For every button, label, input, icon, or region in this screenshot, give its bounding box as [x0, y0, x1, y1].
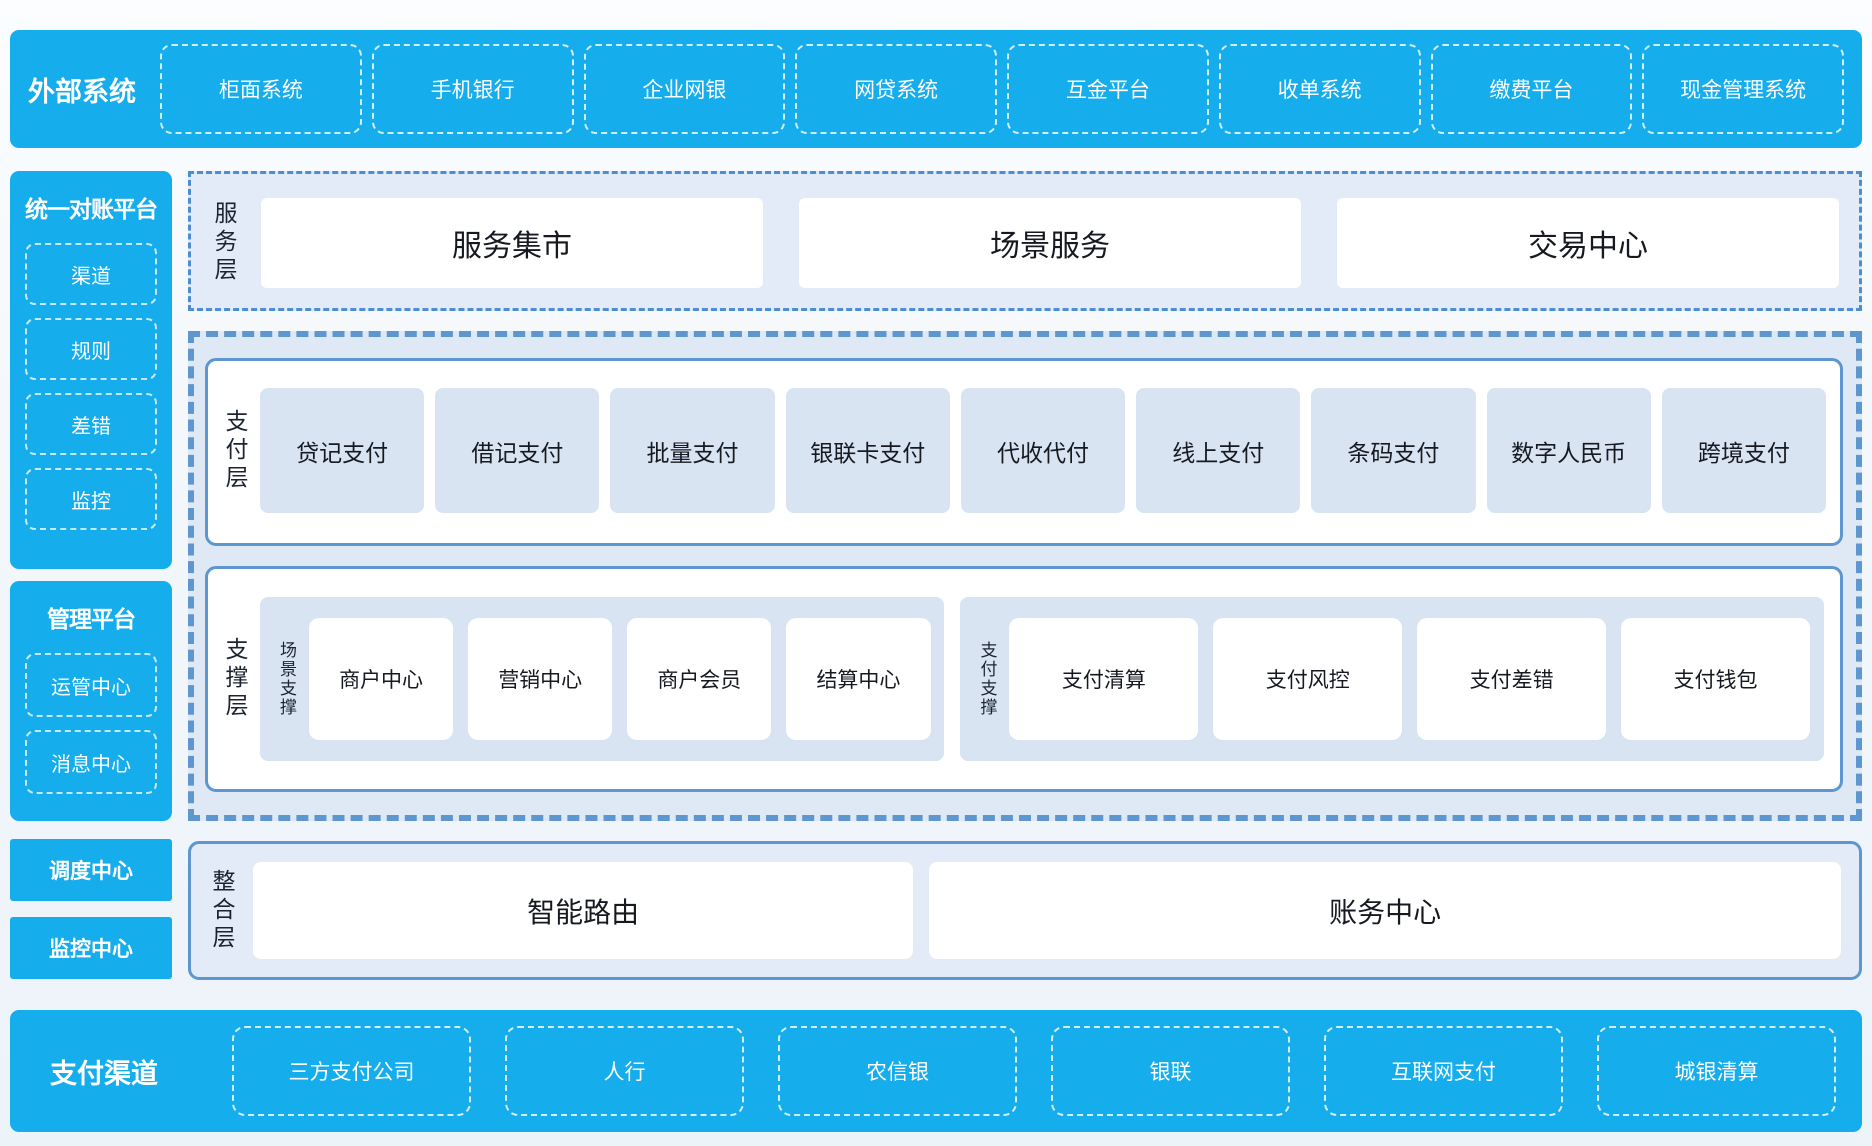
- support-layer: 支撑层 场景支撑 商户中心 营销中心 商户会员 结算中心: [205, 566, 1843, 792]
- core-layers-container: 支付层 贷记支付 借记支付 批量支付 银联卡支付 代收代付 线上支付 条码支付 …: [188, 331, 1862, 821]
- layers-column: 服务层 服务集市 场景服务 交易中心 支付层 贷记支付 借记支付 批量支付 银联…: [188, 171, 1862, 980]
- reconciliation-node: 规则: [25, 318, 157, 380]
- support-layer-label: 支撑层: [222, 637, 248, 721]
- management-items: 运管中心 消息中心: [25, 653, 157, 794]
- scene-support-node: 营销中心: [468, 618, 613, 740]
- payment-channel-node: 银联: [1051, 1026, 1290, 1116]
- payment-node: 条码支付: [1311, 388, 1476, 513]
- external-system-node: 互金平台: [1007, 44, 1209, 134]
- payment-layer-items: 贷记支付 借记支付 批量支付 银联卡支付 代收代付 线上支付 条码支付 数字人民…: [260, 388, 1826, 513]
- external-systems-title: 外部系统: [28, 76, 136, 107]
- diagram-body: 统一对账平台 渠道 规则 差错 监控 管理平台 运管中心 消息中心 调度中心 监…: [10, 171, 1862, 980]
- scheduling-center-box: 调度中心: [10, 839, 172, 901]
- payment-node: 跨境支付: [1661, 388, 1826, 513]
- reconciliation-platform-title: 统一对账平台: [25, 196, 158, 222]
- management-platform-panel: 管理平台 运管中心 消息中心: [10, 581, 172, 821]
- payment-layer-label: 支付层: [222, 408, 248, 493]
- payment-channel-node: 互联网支付: [1324, 1026, 1563, 1116]
- external-system-node: 现金管理系统: [1642, 44, 1844, 134]
- payment-support-group: 支付支撑 支付清算 支付风控 支付差错 支付钱包: [960, 597, 1824, 761]
- scene-support-node: 商户会员: [627, 618, 772, 740]
- payment-node: 批量支付: [610, 388, 775, 513]
- external-systems-items: 柜面系统 手机银行 企业网银 网贷系统 互金平台 收单系统 缴费平台 现金管理系…: [160, 30, 1844, 148]
- payment-channels-title: 支付渠道: [50, 1058, 158, 1089]
- scene-support-items: 商户中心 营销中心 商户会员 结算中心: [309, 609, 931, 749]
- payment-channels-banner: 支付渠道 三方支付公司 人行 农信银 银联 互联网支付 城银清算: [10, 1010, 1862, 1132]
- external-system-node: 收单系统: [1218, 44, 1421, 134]
- scene-support-label: 场景支撑: [277, 641, 296, 717]
- service-node: 服务集市: [261, 198, 763, 288]
- payment-node: 线上支付: [1136, 388, 1301, 513]
- payment-node: 代收代付: [960, 388, 1126, 513]
- scene-support-node: 商户中心: [309, 618, 454, 740]
- service-layer-label: 服务层: [211, 201, 237, 285]
- left-sidebar: 统一对账平台 渠道 规则 差错 监控 管理平台 运管中心 消息中心 调度中心 监…: [10, 171, 172, 980]
- integration-layer-items: 智能路由 账务中心: [253, 862, 1841, 959]
- payment-support-node: 支付清算: [1009, 618, 1199, 740]
- payment-support-node: 支付钱包: [1621, 618, 1810, 740]
- integration-layer-label: 整合层: [209, 868, 235, 953]
- management-node: 运管中心: [25, 653, 157, 717]
- payment-channel-node: 人行: [505, 1026, 744, 1116]
- integration-node: 智能路由: [253, 862, 914, 959]
- external-system-node: 手机银行: [371, 44, 574, 134]
- payment-support-items: 支付清算 支付风控 支付差错 支付钱包: [1009, 609, 1810, 749]
- payment-node: 银联卡支付: [785, 388, 950, 513]
- payment-channel-node: 三方支付公司: [232, 1026, 471, 1116]
- payment-node: 贷记支付: [260, 388, 425, 513]
- payment-channel-node: 城银清算: [1597, 1026, 1836, 1116]
- external-system-node: 网贷系统: [795, 44, 997, 134]
- service-node: 交易中心: [1337, 198, 1839, 288]
- support-layer-groups: 场景支撑 商户中心 营销中心 商户会员 结算中心 支付支撑 支付清算: [260, 597, 1824, 761]
- scene-support-group: 场景支撑 商户中心 营销中心 商户会员 结算中心: [260, 597, 945, 761]
- payment-support-node: 支付差错: [1417, 618, 1607, 740]
- service-layer-items: 服务集市 场景服务 交易中心: [261, 198, 1839, 288]
- external-system-node: 缴费平台: [1430, 44, 1633, 134]
- payment-support-label: 支付支撑: [977, 641, 997, 717]
- reconciliation-node: 监控: [25, 468, 157, 530]
- external-systems-banner: 外部系统 柜面系统 手机银行 企业网银 网贷系统 互金平台 收单系统 缴费平台 …: [10, 30, 1862, 148]
- integration-node: 账务中心: [929, 862, 1841, 959]
- payment-support-node: 支付风控: [1213, 618, 1403, 740]
- scene-support-node: 结算中心: [786, 618, 931, 740]
- service-node: 场景服务: [799, 198, 1301, 288]
- payment-node: 借记支付: [435, 388, 600, 513]
- management-platform-title: 管理平台: [47, 606, 136, 632]
- external-system-node: 柜面系统: [160, 44, 362, 134]
- payment-channel-node: 农信银: [778, 1026, 1017, 1116]
- external-system-node: 企业网银: [583, 44, 786, 134]
- payment-channels-items: 三方支付公司 人行 农信银 银联 互联网支付 城银清算: [232, 1010, 1836, 1132]
- integration-layer: 整合层 智能路由 账务中心: [188, 841, 1862, 980]
- payment-node: 数字人民币: [1486, 388, 1651, 513]
- monitoring-center-box: 监控中心: [10, 917, 172, 979]
- management-node: 消息中心: [25, 730, 157, 794]
- service-layer: 服务层 服务集市 场景服务 交易中心: [188, 171, 1862, 311]
- reconciliation-node: 差错: [25, 393, 157, 455]
- reconciliation-platform-panel: 统一对账平台 渠道 规则 差错 监控: [10, 171, 172, 569]
- reconciliation-items: 渠道 规则 差错 监控: [25, 243, 157, 530]
- reconciliation-node: 渠道: [25, 243, 157, 305]
- payment-layer: 支付层 贷记支付 借记支付 批量支付 银联卡支付 代收代付 线上支付 条码支付 …: [205, 358, 1843, 546]
